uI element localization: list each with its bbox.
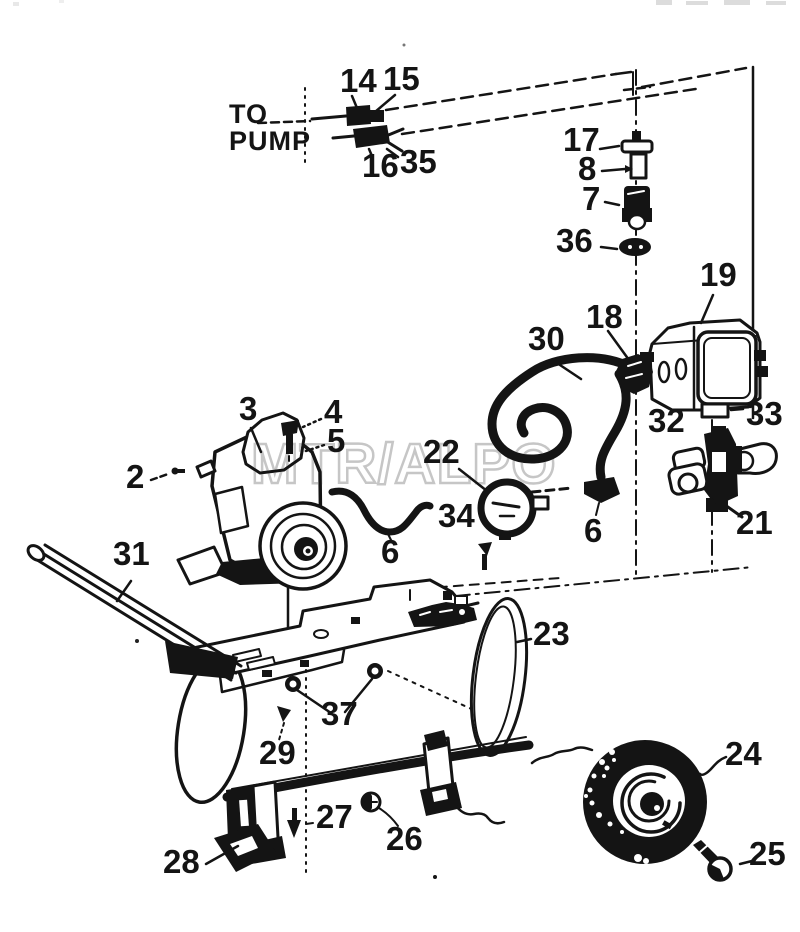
part-label-17: 17 — [563, 121, 600, 158]
pressure-gauge — [477, 478, 574, 570]
handle-grip — [26, 544, 46, 562]
part-label-32: 32 — [648, 402, 685, 439]
part-label-26: 26 — [386, 820, 423, 857]
part-label-35: 35 — [400, 143, 437, 180]
part-label-23: 23 — [533, 615, 570, 652]
motor-base — [176, 545, 228, 586]
part-label-8: 8 — [578, 150, 597, 187]
pressure-switch — [616, 318, 768, 419]
part-label-14: 14 — [340, 62, 377, 99]
bolt-34 — [478, 542, 492, 556]
axle-bolt — [693, 840, 733, 882]
part-label-34: 34 — [438, 497, 475, 534]
part-label-4: 4 — [324, 393, 343, 430]
wheel — [583, 739, 707, 864]
part-label-19: 19 — [700, 256, 737, 293]
part-label-27: 27 — [316, 798, 353, 835]
motor — [171, 411, 434, 591]
fittings-column — [619, 131, 654, 256]
handle — [26, 543, 243, 682]
part-label-31: 31 — [113, 535, 150, 572]
screw-2 — [171, 467, 179, 475]
tank-bottom-band — [222, 740, 534, 802]
plate-bolts — [277, 663, 383, 722]
leader-lines — [115, 93, 754, 866]
motor-sticker — [213, 485, 250, 535]
part-label-29: 29 — [259, 734, 296, 771]
hose-end-fitting — [584, 477, 620, 503]
part-label-16: 16 — [362, 147, 399, 184]
part-label-22: 22 — [423, 433, 460, 470]
watermark: MTR/ALPO — [250, 432, 557, 496]
part-label-7: 7 — [582, 180, 601, 217]
tank-right-end — [469, 597, 529, 757]
part-label-21: 21 — [736, 504, 773, 541]
to-pump-annotation: TO PUMP — [229, 101, 311, 155]
check-valve-manifold — [408, 602, 477, 627]
part-label-2: 2 — [126, 458, 145, 495]
motor-bolt — [281, 420, 299, 436]
part-label-6: 6 — [381, 533, 400, 570]
front-foot — [214, 780, 301, 872]
foot-pointer — [287, 820, 301, 838]
drain-pointer — [277, 706, 291, 722]
part-label-18: 18 — [586, 298, 623, 335]
to-pump-line1: TO — [229, 99, 269, 129]
mounting-plate — [191, 578, 477, 694]
part-label-36: 36 — [556, 222, 593, 259]
power-cord — [328, 487, 434, 536]
regulator — [667, 426, 778, 512]
to-pump-line2: PUMP — [229, 126, 312, 156]
hose-inlet-fitting — [616, 354, 653, 394]
rear-foot — [360, 730, 506, 879]
pump-fittings — [256, 105, 405, 153]
part-label-24: 24 — [725, 735, 762, 772]
part-label-3: 3 — [239, 390, 258, 427]
scan-artifacts — [13, 0, 786, 643]
part-label-25: 25 — [749, 835, 786, 872]
part-label-5: 5 — [327, 422, 346, 459]
handle-bracket — [165, 641, 238, 679]
part-label-30: 30 — [528, 320, 565, 357]
part-label-15: 15 — [383, 60, 420, 97]
part-label-33: 33 — [746, 395, 783, 432]
part-label-28: 28 — [163, 843, 200, 880]
axle — [640, 792, 664, 816]
part-label-6: 6 — [584, 512, 603, 549]
part-label-37: 37 — [321, 695, 358, 732]
